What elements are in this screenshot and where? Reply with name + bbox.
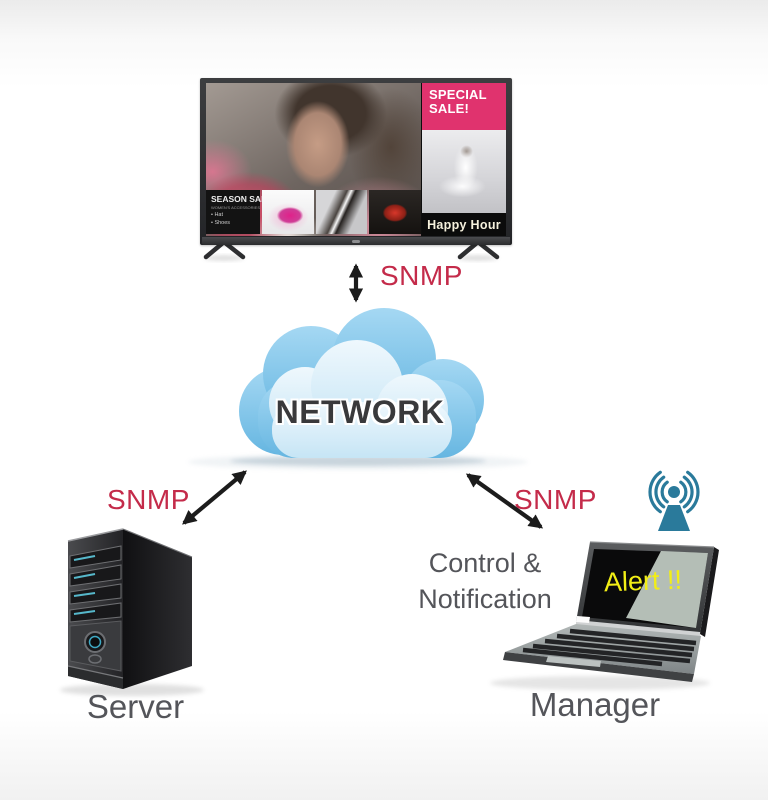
snmp-label-manager: SNMP — [514, 484, 597, 515]
special-sale-panel: SPECIAL SALE! — [422, 83, 506, 130]
server-base-trim — [68, 666, 123, 689]
laptop-trackpad — [546, 656, 601, 667]
server-front-panel — [69, 620, 122, 672]
season-sale-subtitle: WOMEN'S ACCESSORIES — [211, 205, 260, 210]
arrow-server-network — [182, 470, 247, 525]
laptop-screen-reflection — [626, 551, 708, 628]
server-tower — [60, 528, 204, 696]
alert-text: Alert !! — [603, 564, 683, 598]
season-sale-panel: SEASON SALE WOMEN'S ACCESSORIES • Hat • … — [206, 190, 272, 234]
special-sale-line2: SALE! — [429, 101, 469, 117]
dancer-panel — [422, 130, 506, 213]
season-sale-item: • Shoes — [211, 220, 231, 226]
server-label: Server — [86, 688, 185, 725]
network-cloud — [188, 308, 528, 470]
arrow-manager-network — [465, 473, 544, 529]
snmp-label-display: SNMP — [380, 260, 463, 291]
display-screen: SPECIAL SALE! Happy Hour SEASON SALE WOM… — [206, 83, 506, 236]
display-brand-logo — [352, 240, 360, 243]
season-sale-item: • Hat — [211, 212, 224, 218]
manager-label: Manager — [529, 686, 661, 723]
signage-display: SPECIAL SALE! Happy Hour SEASON SALE WOM… — [200, 78, 512, 245]
display-content-strip: SEASON SALE WOMEN'S ACCESSORIES • Hat • … — [206, 190, 422, 234]
network-label: NETWORK — [275, 394, 445, 430]
happy-hour-banner: Happy Hour — [422, 213, 506, 236]
server-drive-bays — [69, 545, 122, 623]
control-line1: Control & — [428, 548, 542, 578]
season-sale-title: SEASON SALE — [211, 194, 272, 204]
display-chin — [202, 237, 510, 245]
laptop-keyboard — [522, 628, 697, 667]
display-foot-shadow — [458, 255, 498, 261]
manager-laptop — [490, 541, 719, 690]
antenna-icon — [648, 470, 700, 531]
snmp-label-server: SNMP — [107, 484, 190, 515]
control-line2: Notification — [418, 584, 552, 614]
thumbnail-model-image — [315, 190, 368, 234]
special-sale-line1: SPECIAL — [429, 87, 487, 102]
thumbnail-shoes-image — [262, 190, 314, 234]
display-foot-shadow — [204, 255, 244, 261]
control-notification-label: Control & Notification — [393, 545, 577, 617]
thumbnail-handbag-image — [369, 190, 422, 234]
